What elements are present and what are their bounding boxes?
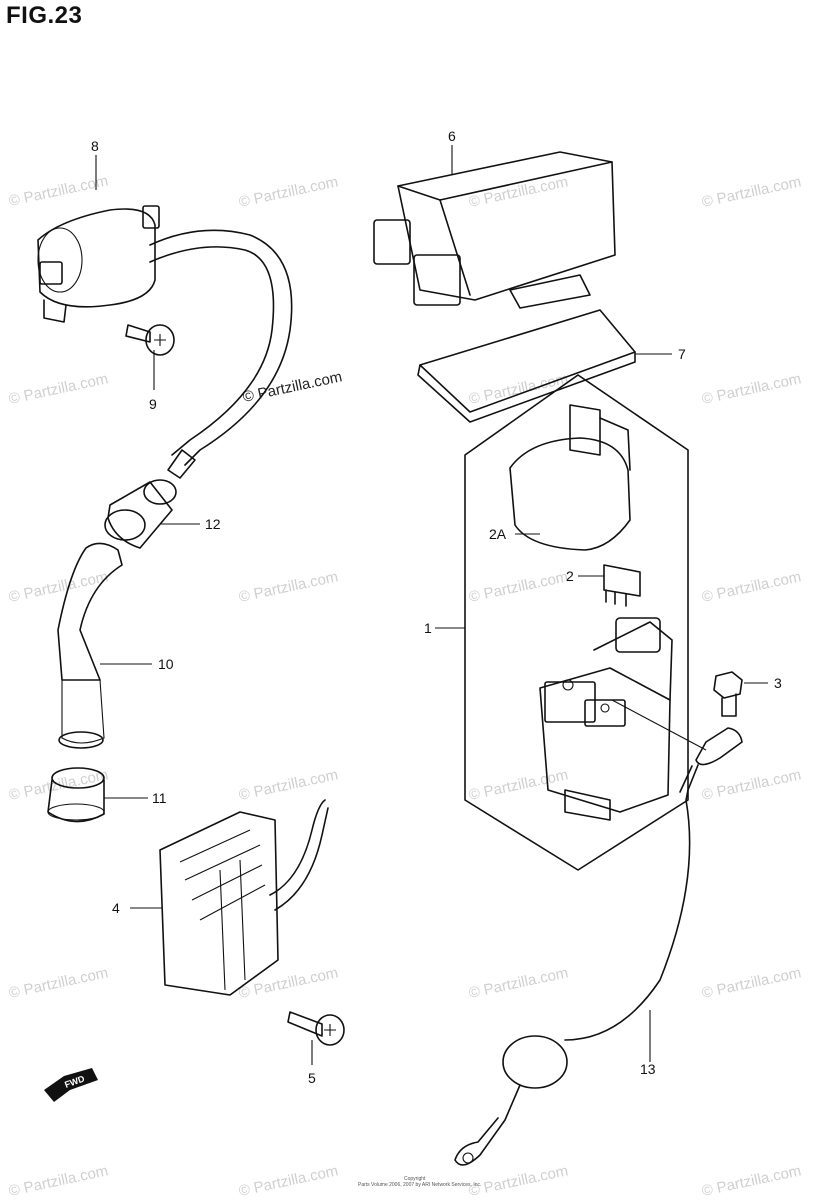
forward-direction-badge: FWD bbox=[44, 1068, 98, 1102]
watermark: © Partzilla.com bbox=[7, 370, 109, 408]
watermark: © Partzilla.com bbox=[700, 964, 802, 1002]
watermark: © Partzilla.com bbox=[7, 172, 109, 210]
callout-2a: 2A bbox=[489, 526, 507, 542]
starter-relay-part-1 bbox=[539, 617, 673, 821]
watermark: © Partzilla.com bbox=[467, 1162, 569, 1200]
callout-7: 7 bbox=[678, 346, 686, 362]
callout-13: 13 bbox=[640, 1061, 656, 1077]
watermark: © Partzilla.com bbox=[7, 568, 109, 606]
watermark: © Partzilla.com bbox=[237, 568, 339, 606]
watermark: © Partzilla.com bbox=[700, 173, 802, 211]
callout-labels: 8 9 12 10 11 4 5 6 7 2A 2 1 3 13 bbox=[91, 128, 782, 1086]
spark-plug-cap-part-10 bbox=[57, 542, 123, 749]
watermark: © Partzilla.com bbox=[467, 766, 569, 804]
ignition-coil-part-8 bbox=[37, 205, 293, 479]
footer-line-2: Parts Volume 2006, 2007 by ARI Network S… bbox=[358, 1182, 481, 1188]
callout-1: 1 bbox=[424, 620, 432, 636]
footer: Copyright Parts Volume 2006, 2007 by ARI… bbox=[358, 1176, 481, 1188]
cdi-unit-part-6 bbox=[373, 151, 616, 309]
watermark: © Partzilla.com bbox=[7, 964, 109, 1002]
callout-2: 2 bbox=[566, 568, 574, 584]
callout-4: 4 bbox=[112, 900, 120, 916]
part-1-group-outline bbox=[464, 374, 689, 871]
footer-line-1: Copyright bbox=[404, 1176, 426, 1182]
regulator-part-4 bbox=[159, 799, 329, 996]
callout-9: 9 bbox=[149, 396, 157, 412]
watermark: © Partzilla.com bbox=[7, 1162, 109, 1200]
watermark: © Partzilla.com bbox=[467, 568, 569, 606]
watermark: © Partzilla.com bbox=[700, 370, 802, 408]
plug-cap-seal-part-12 bbox=[104, 479, 177, 549]
watermark: © Partzilla.com bbox=[237, 1162, 339, 1200]
callout-11: 11 bbox=[152, 790, 167, 806]
leader-lines bbox=[95, 145, 768, 1065]
watermark: © Partzilla.com bbox=[237, 964, 339, 1002]
figure-title: FIG.23 bbox=[6, 2, 83, 29]
pad-part-7 bbox=[417, 309, 636, 423]
watermark-group: © Partzilla.com © Partzilla.com © Partzi… bbox=[7, 172, 802, 1200]
callout-10: 10 bbox=[158, 656, 174, 672]
watermark: © Partzilla.com bbox=[467, 370, 569, 408]
watermark: © Partzilla.com bbox=[237, 173, 339, 211]
watermark: © Partzilla.com bbox=[467, 173, 569, 211]
watermark: © Partzilla.com bbox=[700, 766, 802, 804]
watermark: © Partzilla.com bbox=[700, 1162, 802, 1200]
boot-part-11 bbox=[47, 767, 105, 823]
watermark: © Partzilla.com bbox=[700, 568, 802, 606]
callout-12: 12 bbox=[205, 516, 221, 532]
watermark: © Partzilla.com bbox=[237, 766, 339, 804]
watermark: © Partzilla.com bbox=[467, 964, 569, 1002]
relay-cover-part-2a bbox=[509, 404, 631, 551]
screw-part-9 bbox=[125, 324, 175, 356]
screw-part-5 bbox=[287, 1011, 345, 1046]
callout-8: 8 bbox=[91, 138, 99, 154]
callout-3: 3 bbox=[774, 675, 782, 691]
fuse-part-2 bbox=[603, 564, 641, 607]
bolt-part-3 bbox=[713, 671, 743, 717]
callout-6: 6 bbox=[448, 128, 456, 144]
battery-cable-part-13 bbox=[454, 727, 743, 1166]
callout-5: 5 bbox=[308, 1070, 316, 1086]
